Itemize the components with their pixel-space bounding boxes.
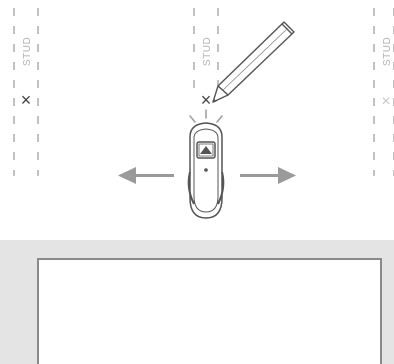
stud-3-mark: × bbox=[381, 93, 390, 110]
stud-3: STUD × bbox=[374, 8, 394, 176]
pencil-icon bbox=[213, 22, 294, 102]
stud-1-label: STUD bbox=[22, 37, 33, 66]
stud-2-label: STUD bbox=[202, 37, 213, 66]
stud-2-mark: × bbox=[201, 90, 212, 110]
stud-1-mark: × bbox=[21, 90, 32, 110]
stud-2: STUD × bbox=[194, 8, 218, 110]
stud-1: STUD × bbox=[14, 8, 38, 176]
stud-finder-icon bbox=[189, 123, 224, 218]
arrow-right-icon bbox=[240, 167, 296, 184]
wall-frame bbox=[37, 258, 382, 364]
arrow-left-icon bbox=[118, 167, 174, 184]
stud-3-label: STUD bbox=[382, 37, 393, 66]
signal-icon bbox=[190, 110, 222, 122]
